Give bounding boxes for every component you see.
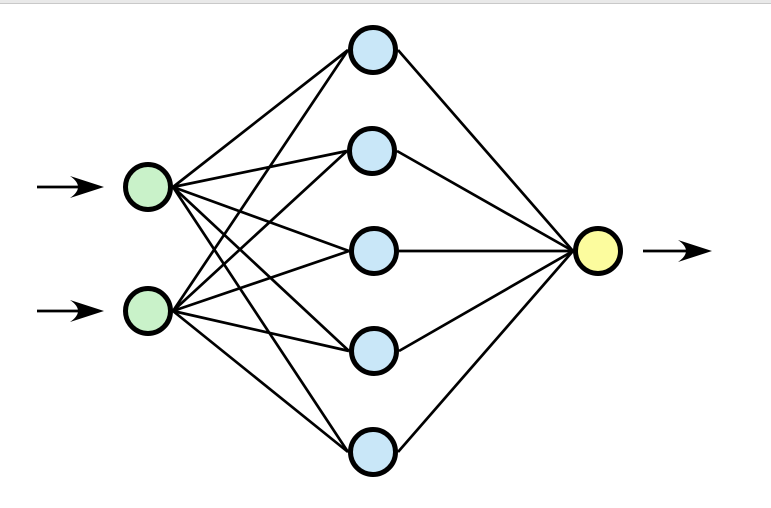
hidden-node-1 bbox=[348, 25, 398, 75]
top-window-edge-bar bbox=[0, 0, 771, 4]
hidden-node-4 bbox=[349, 326, 399, 376]
edge-hidden4-output1 bbox=[398, 249, 574, 353]
edge-input1-hidden5 bbox=[171, 186, 350, 453]
output-arrow-head bbox=[678, 240, 712, 262]
edge-input1-hidden3 bbox=[172, 185, 350, 253]
input-arrow-1-head bbox=[70, 176, 104, 198]
edge-input2-hidden4 bbox=[172, 309, 350, 353]
output-arrow bbox=[643, 240, 712, 262]
input-arrow-2 bbox=[37, 300, 104, 322]
edge-input2-hidden2 bbox=[172, 150, 348, 312]
input-node-1 bbox=[123, 162, 173, 212]
edge-input2-hidden5 bbox=[172, 309, 349, 454]
edge-hidden2-output1 bbox=[396, 149, 574, 253]
edge-input2-hidden1 bbox=[171, 49, 350, 312]
input-node-2 bbox=[123, 286, 173, 336]
hidden-node-5 bbox=[348, 427, 398, 477]
edge-input2-hidden3 bbox=[172, 249, 350, 313]
edge-input1-hidden4 bbox=[172, 186, 350, 352]
edge-hidden5-output1 bbox=[396, 250, 575, 453]
hidden-node-2 bbox=[347, 126, 397, 176]
input-arrow-1 bbox=[37, 176, 104, 198]
hidden-node-3 bbox=[349, 226, 399, 276]
edge-hidden1-output1 bbox=[396, 49, 575, 252]
output-node-1 bbox=[573, 226, 623, 276]
input-arrow-2-head bbox=[70, 300, 104, 322]
edge-input1-hidden2 bbox=[172, 149, 348, 189]
edge-input1-hidden1 bbox=[172, 48, 349, 189]
